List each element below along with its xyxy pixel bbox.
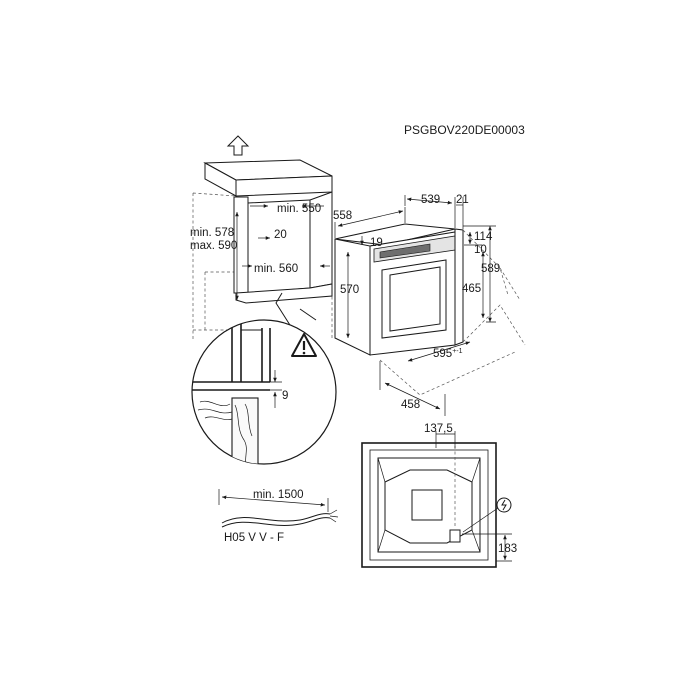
oven-depth-bottom-label: 458 [401, 399, 420, 411]
opening-width-bottom-label: min. 560 [254, 263, 298, 275]
oven-width-total-label: 558 [333, 210, 352, 222]
oven-height-total-label: 589 [481, 263, 500, 275]
detail-gap-label: 9 [282, 390, 288, 402]
cable-type-label: H05 V V - F [224, 532, 284, 544]
cabinet-height-max-label: max. 590 [190, 240, 237, 252]
opening-width-top-label: min. 550 [277, 203, 321, 215]
up-arrow-icon [226, 135, 250, 156]
cabinet-drawing: min. 550 20 min. 560 min. 578 max. 590 [190, 135, 333, 340]
side-gap-label: 20 [274, 229, 287, 241]
back-offset-top-label: 137,5 [424, 423, 453, 435]
oven-top-offset-label: 19 [370, 237, 383, 249]
cable-gap-label: 10 [474, 244, 487, 256]
panel-height-label: 465 [462, 283, 481, 295]
oven-back-view: 137,5 183 [361, 423, 517, 568]
oven-height-body-label: 570 [340, 284, 359, 296]
front-width-label: 595+-1 [433, 348, 463, 360]
back-offset-right-label: 183 [498, 543, 517, 555]
cable-drawing: min. 1500 H05 V V - F [218, 489, 339, 544]
power-symbol-icon [462, 497, 512, 533]
cabinet-height-min-label: min. 578 [190, 227, 234, 239]
cable-length-label: min. 1500 [253, 489, 304, 501]
warning-icon [291, 333, 317, 357]
detail-circle: 9 [191, 319, 337, 465]
oven-depth-body-label: 539 [421, 194, 440, 206]
front-thickness-label: 21 [456, 194, 469, 206]
document-code: PSGBOV220DE00003 [404, 123, 525, 137]
oven-drawing: 558 539 21 19 570 114 10 465 589 595+-1 [333, 194, 526, 416]
